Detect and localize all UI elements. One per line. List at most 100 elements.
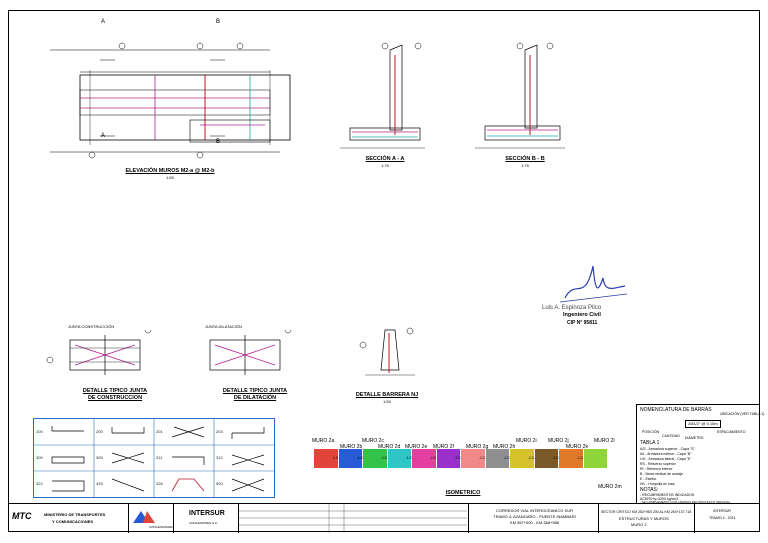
- nomenclature-legend: UBICACIÓN (VER TABLA 1): [720, 412, 765, 416]
- isometric-wall-label: MURO 2b: [340, 444, 363, 450]
- isometric-wall-label: MURO 2e: [405, 444, 428, 450]
- bar-code: 422: [36, 481, 43, 486]
- section-b-drawing: [475, 42, 565, 149]
- title-block-revisions-cell: [238, 504, 468, 533]
- isometric-joint-label: J.C.: [479, 455, 487, 460]
- bar-code: 311: [156, 455, 163, 460]
- isometric-wall-label: MURO 2g: [466, 444, 489, 450]
- firm-logo-icon: [133, 511, 155, 523]
- joint-dilation-title-2: DE DILATACIÓN: [233, 395, 277, 401]
- signature-mark: [559, 265, 628, 303]
- joint-construction-drawing: [46, 330, 152, 375]
- bar-code: 500: [216, 481, 223, 486]
- table-1-row: E - Estribo: [640, 477, 657, 481]
- nomenclature-sample: 2Ø1/2" @ 0.15m: [685, 420, 721, 428]
- isometric-wall-label: MURO 2c: [362, 438, 384, 444]
- bar-code: 425: [96, 481, 103, 486]
- firm-line-2: INTERSUR: [189, 510, 225, 517]
- isometric-wall-block: [436, 449, 460, 468]
- isometric-wall-label: MURO 2i: [516, 438, 537, 444]
- isometric-wall-label: MURO 2f: [433, 444, 454, 450]
- elevation-title: ELEVACIÓN MUROS M2-a @ M2-b: [125, 168, 215, 174]
- isometric-wall-label: MURO 2h: [493, 444, 516, 450]
- isometric-title: ISOMETRICO: [445, 490, 481, 496]
- section-marker-a-top: A: [101, 19, 106, 25]
- isometric-joint-label: J.C.: [553, 455, 561, 460]
- bar-code: 312: [216, 455, 223, 460]
- title-block-sheet-cell: INTERSUR TRAMO 4 - 2014: [694, 504, 760, 533]
- isometric-joint-label: J.C.: [332, 455, 340, 460]
- isometric-joint-label: J.C.: [528, 455, 536, 460]
- joint-dilation-label: JUNTA DILATACIÓN: [205, 324, 242, 329]
- nomenclature-legend: POSICIÓN: [642, 430, 660, 434]
- table-1-title: TABLA 1: [640, 440, 660, 446]
- elevation-scale: 1:50: [166, 175, 174, 180]
- isometric-wall-block: [387, 449, 411, 468]
- isometric-joint-label: J.C.: [406, 455, 414, 460]
- project-line-3: KM 357+000 - KM 368+986: [509, 520, 560, 525]
- title-block-firm-logo-cell: CONCESIONARIA: [128, 504, 175, 533]
- section-a-scale: 1:75: [381, 163, 389, 168]
- bar-code: 201: [156, 429, 163, 434]
- title-block-intersur-cell: INTERSUR CONCESIONES S.A.: [173, 504, 238, 533]
- isometric-wall-block: [412, 449, 436, 468]
- firm-line-3: CONCESIONES S.A.: [189, 521, 218, 525]
- table-1-row: L/H - Armadura lateral - Capa "E": [640, 457, 692, 461]
- isometric-wall-label: MURO 2m: [598, 484, 622, 490]
- table-1-row: A/I - Armadura inferior - Capa "B": [640, 452, 692, 456]
- isometric-wall-label: MURO 2d: [378, 444, 401, 450]
- title-block: MTC MINISTERIO DE TRANSPORTES Y COMUNICA…: [8, 503, 760, 533]
- note-line: - RECUBRIMIENTOS INDICADOS: [640, 493, 695, 497]
- bar-code: 309: [96, 455, 103, 460]
- title-block-ministry-cell: MTC MINISTERIO DE TRANSPORTES Y COMUNICA…: [8, 504, 128, 533]
- nomenclature-title: NOMENCLATURA DE BARRAS: [640, 407, 712, 413]
- ministry-line-2: Y COMUNICACIONES: [52, 519, 94, 524]
- bar-code: 426: [156, 481, 163, 486]
- table-1-row: A/S - Armadura superior - Capa "S": [640, 447, 695, 451]
- mtc-logo: MTC: [12, 511, 32, 521]
- sector-line-2: ESTRUCTURAS Y MUROS: [619, 516, 669, 521]
- isometric-wall-block: [485, 449, 509, 468]
- firm-line-1: CONCESIONARIA: [149, 525, 175, 529]
- isometric-wall-block: [338, 449, 362, 468]
- section-marker-a-bottom: A: [101, 133, 106, 139]
- table-1-row: H/L - Horquilla en losa: [640, 482, 675, 486]
- isometric-joint-label: J.C.: [357, 455, 365, 460]
- isometric-joint-label: J.C.: [504, 455, 512, 460]
- isometric-wall-block: [534, 449, 558, 468]
- barrier-scale: 1:50: [383, 399, 391, 404]
- nomenclature-legend: DIÁMETRO: [685, 436, 704, 440]
- sheet-code-2: TRAMO 4 - 2014: [709, 516, 736, 520]
- section-a-drawing: [340, 42, 425, 149]
- barrier-title: DETALLE BARRERA NJ: [355, 392, 419, 398]
- section-marker-b-top: B: [216, 19, 221, 25]
- bar-code: 200: [96, 429, 103, 434]
- sector-line-3: MURO 2: [631, 522, 647, 527]
- joint-construction-title-2: DE CONSTRUCCION: [87, 395, 143, 401]
- revisions-grid: [239, 504, 467, 533]
- joint-construction-title-1: DETALLE TIPICO JUNTA: [82, 388, 148, 394]
- isometric-wall-block: [461, 449, 485, 468]
- isometric-wall-block: [363, 449, 387, 468]
- nomenclature-legend: CANTIDAD: [662, 434, 680, 438]
- joint-construction-label: JUNTA CONSTRUCCIÓN: [68, 324, 115, 329]
- bar-code: 300: [36, 455, 43, 460]
- isometric-joint-label: J.C.: [577, 455, 585, 460]
- isometric-wall-block: [510, 449, 534, 468]
- note-line: ACERO fy=4200 kg/cm2: [640, 497, 679, 501]
- title-block-project-cell: CORREDOR VIAL INTEROCEANICO SUR TRAMO 4:…: [468, 504, 598, 533]
- project-line-2: TRAMO 4: AZANGARO - PUENTE INAMBARI: [493, 514, 576, 519]
- table-1-row: B - Barra vertical de anclaje: [640, 472, 683, 476]
- bar-schedule-table: 100 200 201 203 300 309 311 312 422 425 …: [33, 418, 275, 498]
- isometric-wall-label: MURO 2a: [312, 438, 335, 444]
- isometric-wall-block: [559, 449, 583, 468]
- joint-dilation-drawing: [209, 330, 292, 375]
- sector-line-1: SECTOR CRITICO KM 252+950.200 AL KM 253+…: [601, 510, 692, 514]
- table-1-row: RS - Refuerzo superior: [640, 462, 676, 466]
- section-b-title: SECCIÓN B - B: [505, 156, 545, 162]
- nomenclature-legend: ESPACIAMIENTO: [717, 430, 746, 434]
- bar-schedule-grid: [34, 419, 274, 497]
- isometric-joint-label: J.C.: [455, 455, 463, 460]
- title-block-sector-cell: SECTOR CRITICO KM 252+950.200 AL KM 253+…: [598, 504, 694, 533]
- signature-role: Ingeniero Civil: [563, 312, 601, 318]
